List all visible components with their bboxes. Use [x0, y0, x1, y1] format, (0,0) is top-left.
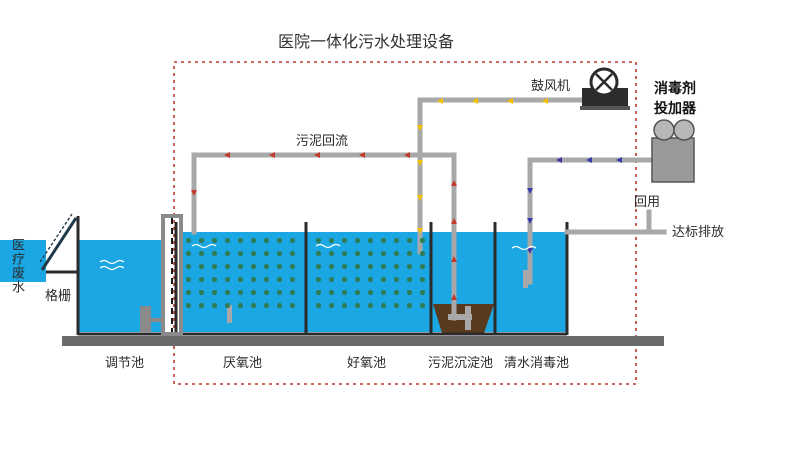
blower-label: 鼓风机 — [531, 79, 571, 94]
grille-label: 格栅 — [45, 289, 72, 304]
grille-icon — [39, 213, 78, 271]
water-ripples — [99, 243, 537, 271]
air-supply-pipe — [417, 97, 587, 255]
pipe-fittings — [227, 270, 528, 330]
diffuser-icon — [186, 232, 302, 310]
sludge-return-label: 污泥回流 — [296, 134, 349, 149]
dose-flow-markers — [527, 157, 622, 254]
tank-label-settling: 污泥沉淀池 — [428, 356, 494, 371]
sludge-flow-markers — [191, 152, 457, 300]
equipment-boundary — [173, 61, 637, 385]
tank-walls — [46, 216, 569, 336]
blower-icon — [580, 67, 630, 110]
diagram-title: 医院一体化污水处理设备 — [278, 32, 455, 51]
overflow-baffle — [161, 214, 183, 336]
tank-label-disinfection: 清水消毒池 — [504, 356, 570, 371]
diffuser-icon — [312, 232, 426, 310]
dosing-label-line1: 消毒剂 — [654, 81, 696, 97]
tank-label-anoxic: 厌氧池 — [223, 356, 263, 371]
air-flow-markers — [417, 98, 548, 234]
lift-pump — [140, 306, 164, 332]
tank-label-aerobic: 好氧池 — [347, 356, 387, 371]
dosing-device-icon — [651, 119, 695, 183]
ground-slab — [62, 336, 664, 346]
tank-label-regulating: 调节池 — [105, 356, 145, 371]
discharge-label: 达标排放 — [672, 225, 725, 240]
water-inlet-channel — [0, 240, 46, 282]
inlet-label: 医疗废水 — [9, 238, 24, 294]
reuse-label: 回用 — [634, 195, 661, 210]
dosing-pipe — [527, 157, 657, 285]
pipes — [191, 97, 667, 321]
dosing-label-line2: 投加器 — [654, 101, 696, 117]
